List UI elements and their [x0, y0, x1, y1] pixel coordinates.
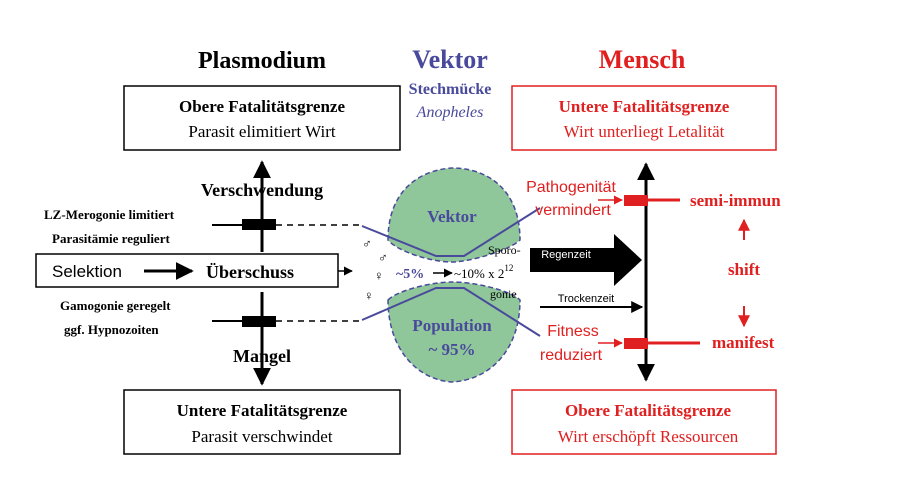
plasmodium-lower-box-subtitle: Parasit verschwindet: [191, 427, 332, 446]
plasmodium-lower-box: Untere Fatalitätsgrenze Parasit verschwi…: [123, 389, 401, 455]
mensch-lower-box-subtitle: Wirt erschöpft Ressourcen: [558, 427, 739, 446]
manifest-tick: [624, 338, 648, 349]
pathogenitaet-label-line1: Pathogenität: [526, 179, 616, 196]
selektion-label: Selektion: [52, 262, 122, 281]
mensch-upper-box: Untere Fatalitätsgrenze Wirt unterliegt …: [511, 85, 777, 151]
regenzeit-arrow: [530, 234, 642, 286]
vektor-lower-label-population: Population: [412, 316, 492, 335]
female-symbol-1: ♀: [374, 268, 384, 283]
mensch-lower-box-title: Obere Fatalitätsgrenze: [565, 401, 731, 420]
semi-immun-label: semi-immun: [690, 191, 781, 210]
vektor-subtitle-stechmuecke: Stechmücke: [409, 81, 492, 98]
vektor-upper-label: Vektor: [427, 207, 477, 226]
trockenzeit-label: Trockenzeit: [558, 293, 614, 305]
vektor-title: Vektor: [412, 45, 488, 74]
vektor-subtitle-anopheles: Anopheles: [416, 104, 484, 121]
vektor-lower-lobe: [387, 281, 521, 383]
mensch-title: Mensch: [599, 45, 686, 74]
mensch-upper-box-subtitle: Wirt unterliegt Letalität: [564, 122, 725, 141]
mensch-lower-box: Obere Fatalitätsgrenze Wirt erschöpft Re…: [511, 389, 777, 455]
plasmodium-title: Plasmodium: [198, 48, 326, 74]
plasmodium-lower-box-title: Untere Fatalitätsgrenze: [177, 401, 348, 420]
funnel-bottom-line: [361, 287, 541, 337]
shift-label: shift: [728, 260, 760, 279]
verschwendung-label: Verschwendung: [201, 180, 323, 200]
manifest-label: manifest: [712, 333, 775, 352]
sporogonie-label-line1: Sporo-: [488, 243, 521, 257]
mensch-upper-box-title: Untere Fatalitätsgrenze: [559, 97, 730, 116]
plasmodium-upper-box-title: Obere Fatalitätsgrenze: [179, 97, 345, 116]
fitness-label-line2: reduziert: [540, 347, 603, 364]
sporogonie-formula: ~10% x 212: [454, 263, 513, 281]
parasitaemie-label: Parasitämie reguliert: [52, 231, 170, 246]
gamogonie-label: Gamogonie geregelt: [60, 298, 171, 313]
plasmodium-upper-box: Obere Fatalitätsgrenze Parasit elimitier…: [123, 85, 401, 151]
regenzeit-label: Regenzeit: [541, 249, 591, 261]
ueberschuss-label: Überschuss: [206, 262, 294, 282]
gamo-tick: [242, 316, 276, 327]
lz-merogonie-label: LZ-Merogonie limitiert: [44, 207, 175, 222]
sporogonie-label-line2: gonie: [490, 287, 517, 301]
percent-5-label: ~5%: [396, 267, 424, 282]
funnel-top-line: [361, 207, 541, 257]
vektor-lower-label-percent: ~ 95%: [428, 340, 475, 359]
pathogenitaet-label-line2: vermindert: [535, 202, 611, 219]
semi-immun-tick: [624, 195, 648, 206]
male-symbol-1: ♂: [362, 236, 372, 251]
sporogonie-exponent: 12: [504, 263, 513, 273]
mangel-label: Mangel: [233, 346, 291, 366]
fitness-label-line1: Fitness: [547, 323, 599, 340]
female-symbol-2: ♀: [364, 288, 374, 303]
plasmodium-upper-box-subtitle: Parasit elimitiert Wirt: [188, 122, 336, 141]
lz-tick: [242, 219, 276, 230]
male-symbol-2: ♂: [378, 250, 388, 265]
hypnozoiten-label: ggf. Hypnozoiten: [64, 322, 159, 337]
